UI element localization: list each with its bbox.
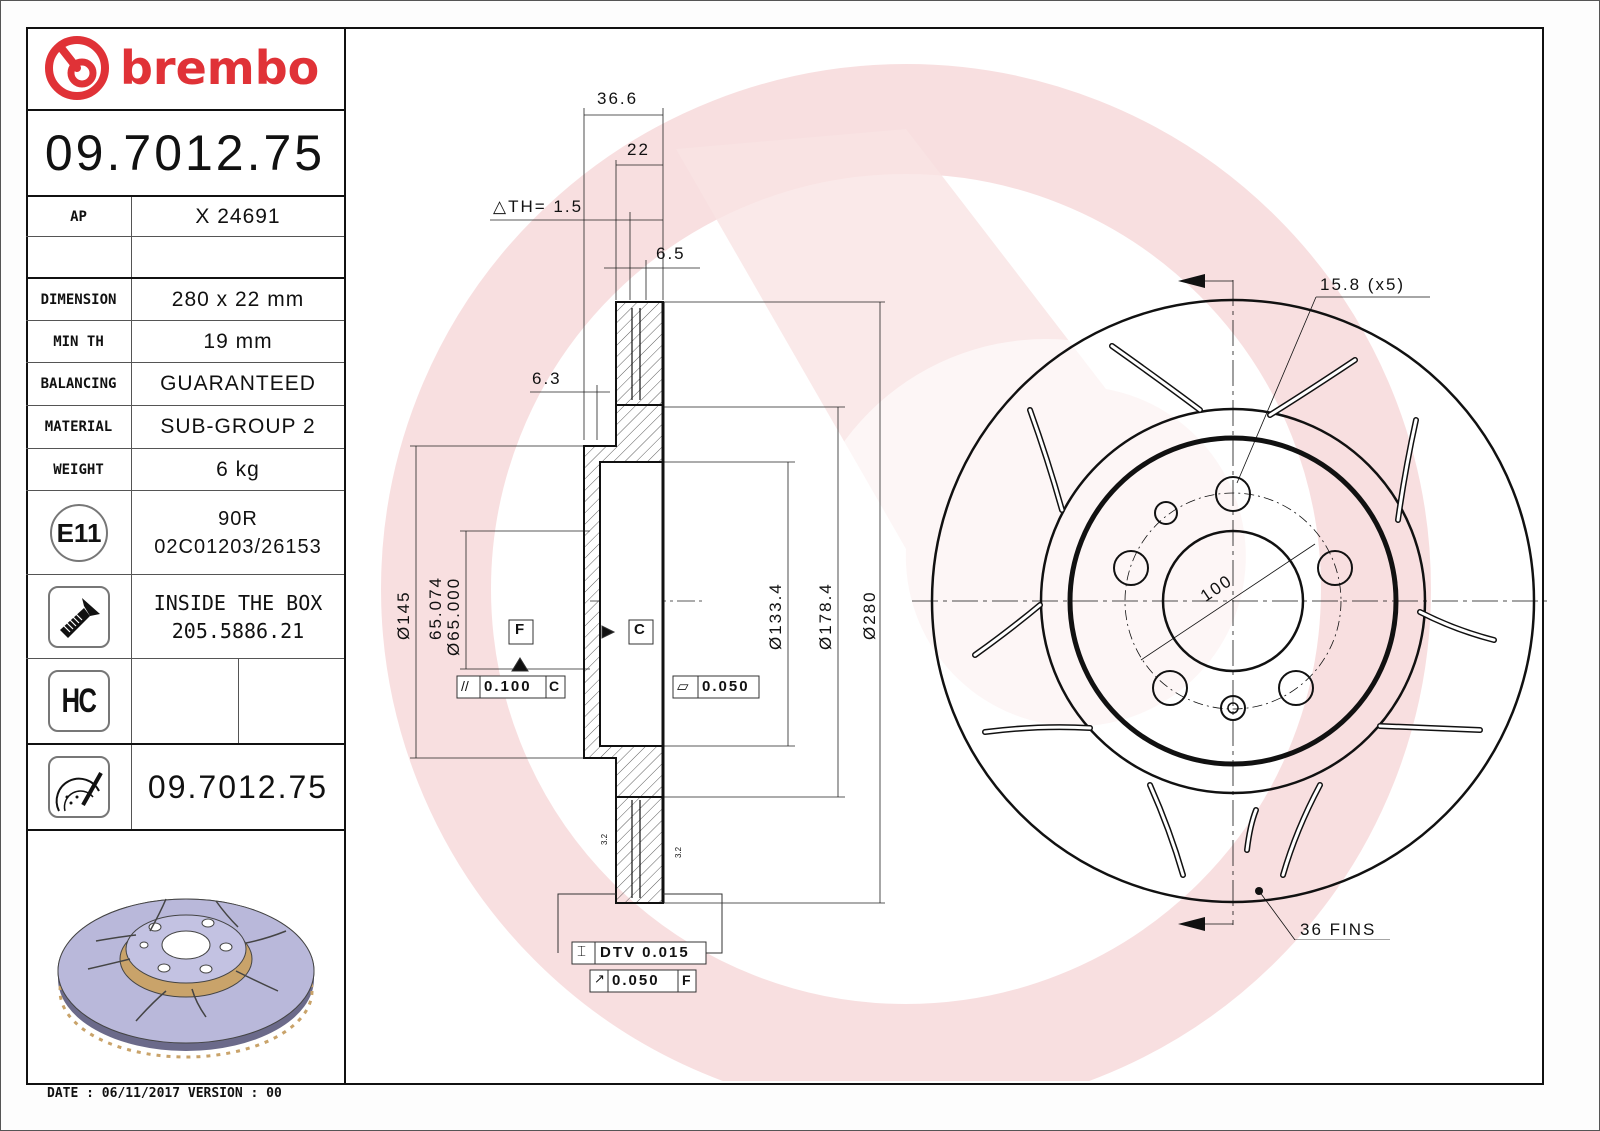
dim-dia-280: Ø280 — [860, 590, 879, 640]
spec-value: GUARANTEED — [160, 372, 316, 395]
disc-pad-icon — [47, 756, 110, 818]
spec-value: SUB-GROUP 2 — [160, 415, 316, 438]
datum-f: F — [515, 621, 527, 638]
approval-icon-cell: E11 — [26, 491, 132, 574]
brand-name: brembo — [120, 41, 320, 95]
spec-row-weight: WEIGHT 6 kg — [26, 449, 344, 491]
dim-overall-width: 36.6 — [597, 89, 639, 108]
dtv-symbol: ⌶ — [577, 943, 589, 960]
ap-value: X 24691 — [195, 204, 281, 228]
front-view-drawing — [912, 274, 1550, 940]
roughness-right: 3.2 — [674, 846, 683, 858]
runout-symbol: ↗ — [594, 971, 607, 986]
dim-bore-lower: Ø65.000 — [444, 576, 463, 656]
spec-label: BALANCING — [26, 363, 132, 405]
fins-label: 36 FINS — [1300, 920, 1377, 939]
dim-dia-145: Ø145 — [394, 590, 413, 640]
spec-label: DIMENSION — [26, 279, 132, 320]
spec-row-min-th: MIN TH 19 mm — [26, 321, 344, 363]
runout-datum: F — [682, 972, 693, 988]
hardware-line2: 205.5886.21 — [171, 618, 305, 643]
hc-icon: HC — [47, 670, 110, 732]
brembo-watermark — [346, 29, 1538, 1081]
kit-row: 09.7012.75 — [26, 745, 344, 831]
blank-label — [26, 237, 132, 277]
hardware-row: INSIDE THE BOX 205.5886.21 — [26, 575, 344, 659]
flatness-symbol: ▱ — [677, 678, 691, 695]
hardware-line1: INSIDE THE BOX — [153, 590, 323, 615]
dim-bore-upper: 65.074 — [426, 576, 445, 640]
spec-value: 19 mm — [203, 329, 273, 353]
part-number-row: 09.7012.75 — [26, 111, 344, 197]
hc-icon-cell: HC — [26, 659, 132, 743]
part-number: 09.7012.75 — [44, 125, 326, 181]
ap-row: AP X 24691 — [26, 197, 344, 237]
dim-plate: 6.5 — [656, 244, 686, 263]
approval-line2: 02C01203/26153 — [154, 535, 322, 558]
brembo-logo-icon — [45, 36, 109, 100]
blank-row — [26, 237, 344, 279]
roughness-left: 3.2 — [600, 833, 609, 845]
approval-row: E11 90R 02C01203/26153 — [26, 491, 344, 575]
kit-icon-cell — [26, 745, 132, 829]
spec-label: WEIGHT — [26, 449, 132, 490]
parallelism-value: 0.100 — [484, 678, 532, 695]
spec-label: MATERIAL — [26, 406, 132, 448]
title-block: brembo 09.7012.75 AP X 24691 DIMENSION 2… — [26, 27, 346, 1083]
e11-approval-icon: E11 — [49, 503, 108, 562]
spec-row-material: MATERIAL SUB-GROUP 2 — [26, 406, 344, 449]
dtv-value: DTV 0.015 — [600, 944, 690, 961]
parallelism-datum: C — [549, 678, 562, 694]
hole-diameter-label: 15.8 (x5) — [1320, 275, 1406, 294]
spec-row-dimension: DIMENSION 280 x 22 mm — [26, 279, 344, 321]
screw-icon — [47, 585, 110, 648]
parallelism-symbol: // — [461, 678, 469, 694]
hardware-icon-cell — [26, 575, 132, 658]
dim-delta-th: △TH= 1.5 — [493, 197, 584, 216]
disc-3d-render — [26, 831, 344, 1083]
svg-text:E11: E11 — [56, 518, 101, 548]
datum-c: C — [634, 621, 647, 638]
dim-thickness: 22 — [627, 140, 650, 159]
spec-row-balancing: BALANCING GUARANTEED — [26, 363, 344, 406]
spec-label: MIN TH — [26, 321, 132, 362]
kit-number: 09.7012.75 — [147, 768, 329, 805]
runout-value: 0.050 — [612, 972, 660, 989]
date-version: DATE : 06/11/2017 VERSION : 00 — [47, 1086, 282, 1101]
flatness-value: 0.050 — [702, 678, 750, 695]
hc-row: HC — [26, 659, 344, 745]
spec-value: 6 kg — [216, 457, 260, 481]
ap-label: AP — [26, 197, 132, 236]
dim-dia-178: Ø178.4 — [816, 582, 835, 650]
dim-hat: 6.3 — [532, 369, 562, 388]
spec-value: 280 x 22 mm — [171, 287, 305, 311]
approval-line1: 90R — [218, 507, 258, 530]
hc-divider — [238, 659, 239, 743]
dim-dia-133: Ø133.4 — [766, 582, 785, 650]
logo-row: brembo — [26, 27, 344, 111]
